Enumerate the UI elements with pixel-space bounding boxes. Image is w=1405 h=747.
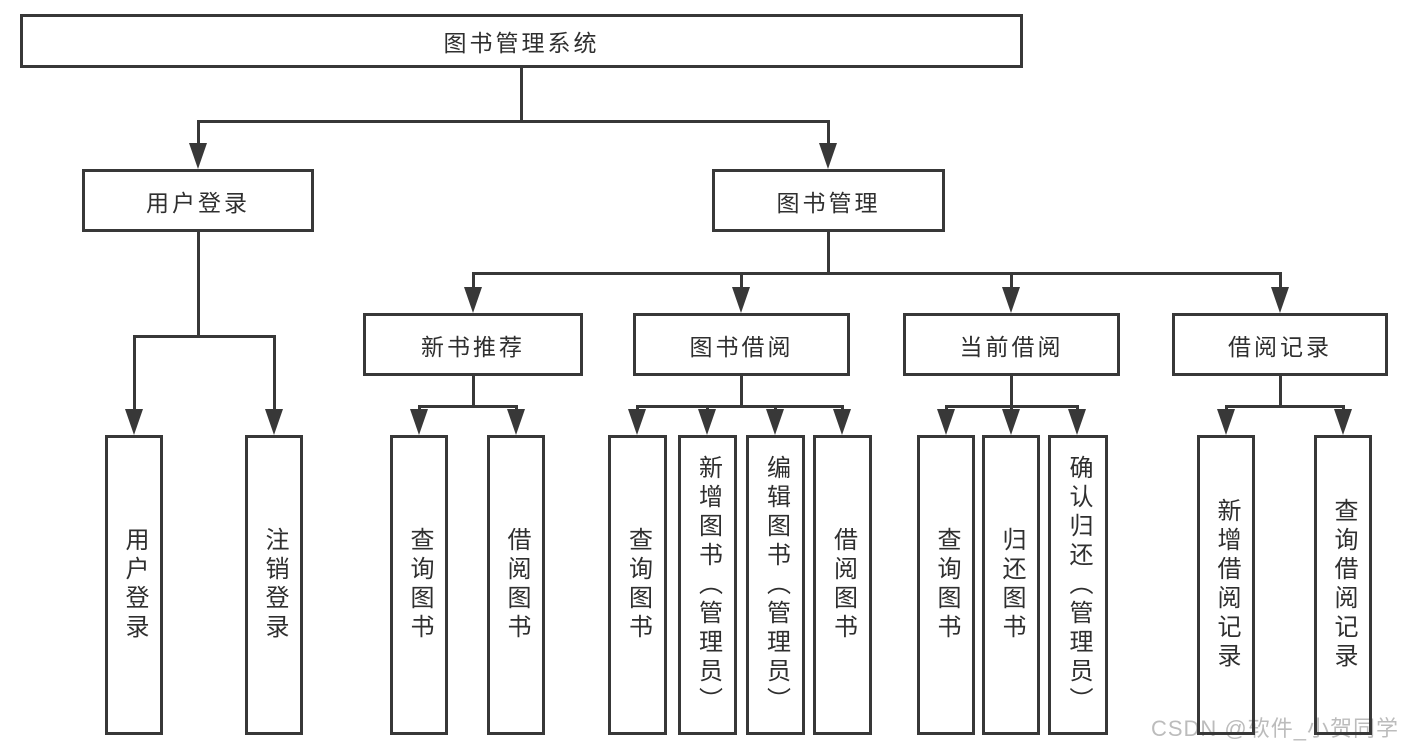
arrow-down-icon bbox=[507, 409, 525, 435]
node-label-leaf-return-books: 归还图书 bbox=[998, 527, 1025, 643]
node-label-leaf-query-books-recommend: 查询图书 bbox=[406, 527, 433, 643]
connector-drop bbox=[514, 405, 518, 411]
node-label-leaf-user-login: 用户登录 bbox=[121, 527, 148, 643]
node-leaf-borrow-books-recommend: 借阅图书 bbox=[487, 435, 545, 735]
connector-stem bbox=[519, 68, 523, 120]
node-label-leaf-borrow-books-borrowing: 借阅图书 bbox=[829, 527, 857, 643]
node-label-leaf-confirm-return-admin: 确认归还（管理员） bbox=[1065, 454, 1092, 716]
connector-drop bbox=[1224, 405, 1228, 411]
arrow-down-icon bbox=[125, 409, 143, 435]
connector-bus bbox=[417, 405, 518, 408]
connector-bus bbox=[132, 335, 276, 338]
node-leaf-user-login: 用户登录 bbox=[105, 435, 163, 735]
connector-drop bbox=[826, 120, 830, 145]
node-leaf-edit-books-admin: 编辑图书（管理员） bbox=[746, 435, 805, 735]
arrow-down-icon bbox=[1002, 287, 1020, 313]
node-branch-new-book-recommend: 新书推荐 bbox=[363, 313, 583, 376]
arrow-down-icon bbox=[819, 143, 837, 169]
connector-drop bbox=[1009, 272, 1013, 289]
node-label-root-system: 图书管理系统 bbox=[443, 30, 600, 56]
node-leaf-add-books-admin: 新增图书（管理员） bbox=[678, 435, 737, 735]
node-branch-current-borrowing: 当前借阅 bbox=[903, 313, 1120, 376]
arrow-down-icon bbox=[1334, 409, 1352, 435]
node-label-leaf-logout: 注销登录 bbox=[261, 527, 288, 643]
connector-drop bbox=[196, 120, 200, 145]
connector-drop bbox=[739, 272, 743, 289]
node-leaf-return-books: 归还图书 bbox=[982, 435, 1040, 735]
connector-stem bbox=[826, 232, 830, 272]
node-label-leaf-query-books-borrowing: 查询图书 bbox=[624, 527, 652, 643]
node-label-branch-book-management: 图书管理 bbox=[776, 189, 881, 216]
connector-drop bbox=[1075, 405, 1079, 411]
arrow-down-icon bbox=[1217, 409, 1235, 435]
connector-drop bbox=[840, 405, 844, 411]
node-leaf-query-books-recommend: 查询图书 bbox=[390, 435, 448, 735]
node-root-system: 图书管理系统 bbox=[20, 14, 1023, 68]
node-leaf-query-books-current: 查询图书 bbox=[917, 435, 975, 735]
node-branch-borrowing-records: 借阅记录 bbox=[1172, 313, 1388, 376]
connector-drop bbox=[471, 272, 475, 289]
connector-stem bbox=[1278, 376, 1282, 405]
arrow-down-icon bbox=[464, 287, 482, 313]
connector-drop bbox=[1009, 405, 1013, 411]
arrow-down-icon bbox=[766, 409, 784, 435]
node-label-branch-borrowing-records: 借阅记录 bbox=[1228, 333, 1332, 360]
node-leaf-borrow-books-borrowing: 借阅图书 bbox=[813, 435, 872, 735]
connector-bus bbox=[635, 405, 844, 408]
connector-bus bbox=[1224, 405, 1345, 408]
arrow-down-icon bbox=[833, 409, 851, 435]
arrow-down-icon bbox=[410, 409, 428, 435]
node-label-leaf-add-borrow-record: 新增借阅记录 bbox=[1213, 498, 1240, 672]
node-branch-book-management: 图书管理 bbox=[712, 169, 945, 232]
node-branch-book-borrowing: 图书借阅 bbox=[633, 313, 850, 376]
node-label-leaf-query-books-current: 查询图书 bbox=[933, 527, 960, 643]
arrow-down-icon bbox=[732, 287, 750, 313]
connector-drop bbox=[272, 335, 276, 411]
arrow-down-icon bbox=[265, 409, 283, 435]
connector-drop bbox=[944, 405, 948, 411]
connector-drop bbox=[132, 335, 136, 411]
connector-drop bbox=[635, 405, 639, 411]
arrow-down-icon bbox=[628, 409, 646, 435]
arrow-down-icon bbox=[1068, 409, 1086, 435]
arrow-down-icon bbox=[937, 409, 955, 435]
arrow-down-icon bbox=[189, 143, 207, 169]
connector-stem bbox=[739, 376, 743, 405]
connector-drop bbox=[417, 405, 421, 411]
connector-stem bbox=[471, 376, 475, 405]
node-label-branch-current-borrowing: 当前借阅 bbox=[959, 333, 1064, 360]
node-label-leaf-add-books-admin: 新增图书（管理员） bbox=[694, 454, 722, 716]
node-label-branch-book-borrowing: 图书借阅 bbox=[689, 333, 794, 360]
node-leaf-query-books-borrowing: 查询图书 bbox=[608, 435, 667, 735]
node-label-leaf-query-borrow-record: 查询借阅记录 bbox=[1330, 498, 1357, 672]
connector-drop bbox=[773, 405, 777, 411]
arrow-down-icon bbox=[698, 409, 716, 435]
connector-stem bbox=[196, 232, 200, 335]
node-label-branch-new-book-recommend: 新书推荐 bbox=[421, 333, 525, 360]
connector-drop bbox=[705, 405, 709, 411]
node-branch-user-login: 用户登录 bbox=[82, 169, 314, 232]
node-label-leaf-edit-books-admin: 编辑图书（管理员） bbox=[762, 454, 790, 716]
node-leaf-confirm-return-admin: 确认归还（管理员） bbox=[1048, 435, 1108, 735]
node-leaf-query-borrow-record: 查询借阅记录 bbox=[1314, 435, 1372, 735]
arrow-down-icon bbox=[1002, 409, 1020, 435]
connector-bus bbox=[471, 272, 1282, 275]
connector-drop bbox=[1278, 272, 1282, 289]
node-leaf-add-borrow-record: 新增借阅记录 bbox=[1197, 435, 1255, 735]
connector-bus bbox=[196, 120, 830, 123]
connector-stem bbox=[1009, 376, 1013, 405]
node-leaf-logout: 注销登录 bbox=[245, 435, 303, 735]
node-label-leaf-borrow-books-recommend: 借阅图书 bbox=[503, 527, 530, 643]
node-label-branch-user-login: 用户登录 bbox=[146, 189, 250, 216]
arrow-down-icon bbox=[1271, 287, 1289, 313]
connector-drop bbox=[1341, 405, 1345, 411]
